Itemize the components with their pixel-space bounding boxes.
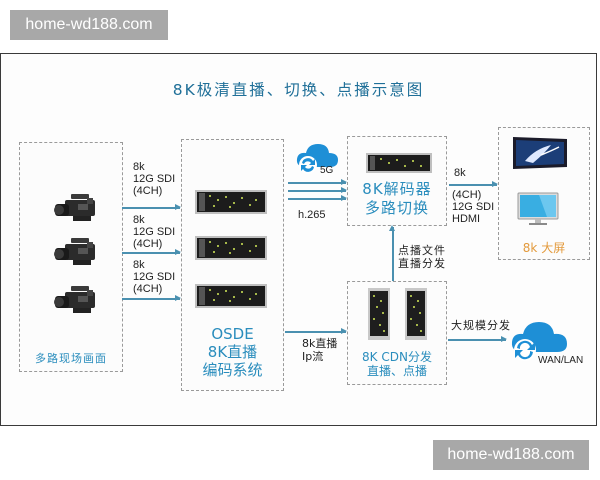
encoder-label: OSDE 8K直播 编码系统 — [202, 325, 263, 379]
video-wall-icon — [513, 137, 567, 169]
5g-label: 5G — [320, 165, 334, 176]
screens-label: 8k 大屏 — [522, 241, 566, 255]
distribution-arrow — [448, 336, 507, 342]
ip-stream-arrow — [285, 328, 347, 334]
rack-server-icon — [405, 288, 427, 340]
encoder-box — [181, 139, 284, 391]
camera-1-arrow — [122, 204, 181, 210]
server-icon — [195, 236, 267, 260]
decoder-label: 8K解码器 多路切换 — [362, 180, 432, 217]
5g-cloud-icon — [296, 144, 338, 174]
decoder-box — [347, 136, 447, 226]
diagram-title: 8K极清直播、切换、点播示意图 — [172, 81, 425, 99]
output-link-top-label: 8k — [454, 167, 466, 179]
watermark-top: home-wd188.com — [10, 10, 168, 40]
wan-lan-label: WAN/LAN — [538, 355, 584, 366]
video-camera-icon — [54, 238, 95, 265]
server-icon — [195, 284, 267, 308]
rack-server-icon — [368, 288, 390, 340]
cdn-box — [347, 281, 447, 385]
output-link-label: (4CH) 12G SDI HDMI — [452, 189, 495, 225]
cameras-label: 多路现场画面 — [35, 352, 107, 365]
camera-link-1-label: 8k 12G SDI (4CH) — [133, 161, 176, 197]
decoder-server-icon — [366, 153, 432, 173]
distribution-label: 大规模分发 — [451, 319, 511, 332]
5g-arrow-1 — [288, 179, 347, 185]
codec-label: h.265 — [298, 209, 326, 221]
camera-3-arrow — [122, 295, 181, 301]
camera-2-arrow — [122, 249, 181, 255]
vod-link-label: 点播文件 直播分发 — [398, 244, 446, 270]
video-camera-icon — [54, 194, 95, 221]
camera-link-2-label: 8k 12G SDI (4CH) — [133, 214, 176, 250]
ip-link-label: 8k直播 Ip流 — [302, 337, 338, 363]
server-icon — [195, 190, 267, 214]
cdn-label: 8K CDN分发 直播、点播 — [362, 350, 432, 378]
wan-cloud-icon — [511, 322, 567, 361]
output-arrow — [449, 181, 498, 187]
camera-link-3-label: 8k 12G SDI (4CH) — [133, 259, 176, 295]
5g-arrow-3 — [288, 195, 347, 201]
monitor-icon — [517, 192, 559, 225]
vod-arrow — [389, 225, 395, 281]
5g-arrow-2 — [288, 187, 347, 193]
watermark-bottom: home-wd188.com — [433, 440, 589, 470]
video-camera-icon — [54, 286, 95, 313]
